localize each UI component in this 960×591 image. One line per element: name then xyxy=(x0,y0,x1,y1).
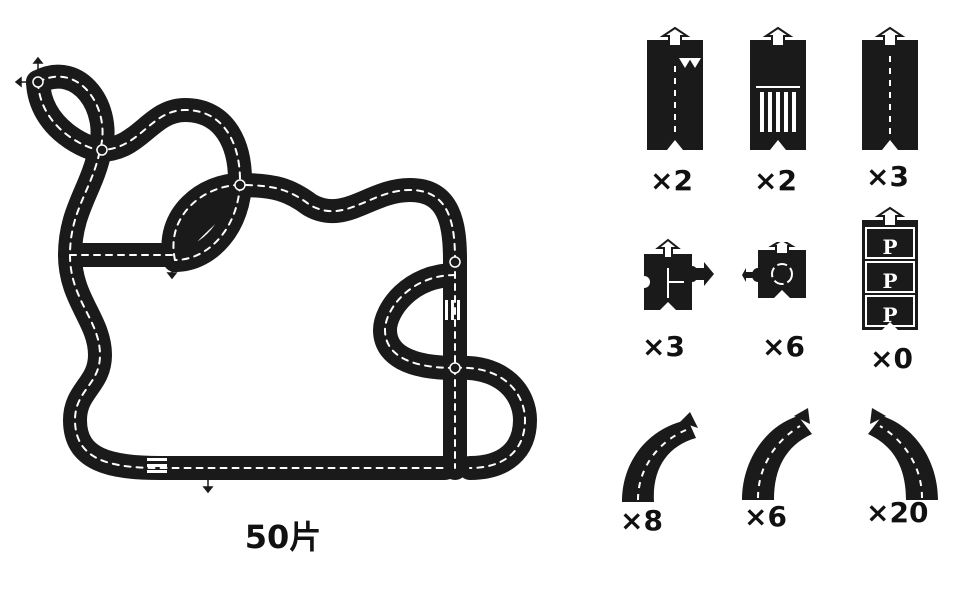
piece-parking: P P P xyxy=(860,206,920,334)
piece-count: ×6 xyxy=(762,330,805,363)
track-roundabouts xyxy=(32,76,461,374)
piece-count: ×2 xyxy=(754,164,797,197)
assembled-track xyxy=(14,56,537,494)
total-pieces-label: 50片 xyxy=(244,518,322,556)
piece-roundabout xyxy=(742,242,822,314)
piece-count: ×2 xyxy=(650,164,693,197)
piece-count: ×0 xyxy=(870,342,913,375)
parking-letter: P xyxy=(882,235,898,259)
piece-straight-crosswalk xyxy=(748,26,808,154)
track-crosswalks xyxy=(147,300,460,473)
piece-curve-medium xyxy=(738,404,824,504)
piece-count: ×20 xyxy=(866,496,929,529)
track-markings xyxy=(37,75,526,469)
track-arrows xyxy=(14,56,214,494)
parking-letter: P xyxy=(882,269,898,293)
piece-count: ×8 xyxy=(620,504,663,537)
piece-count: ×3 xyxy=(642,330,685,363)
piece-straight-plain xyxy=(860,26,920,154)
piece-curve-wide xyxy=(618,406,704,506)
track-road xyxy=(26,64,537,480)
piece-count: ×3 xyxy=(866,160,909,193)
piece-curve-tight xyxy=(856,404,942,504)
piece-straight-yield xyxy=(645,26,705,154)
piece-t-junction xyxy=(638,238,718,318)
piece-count: ×6 xyxy=(744,500,787,533)
parking-letter: P xyxy=(882,303,898,327)
